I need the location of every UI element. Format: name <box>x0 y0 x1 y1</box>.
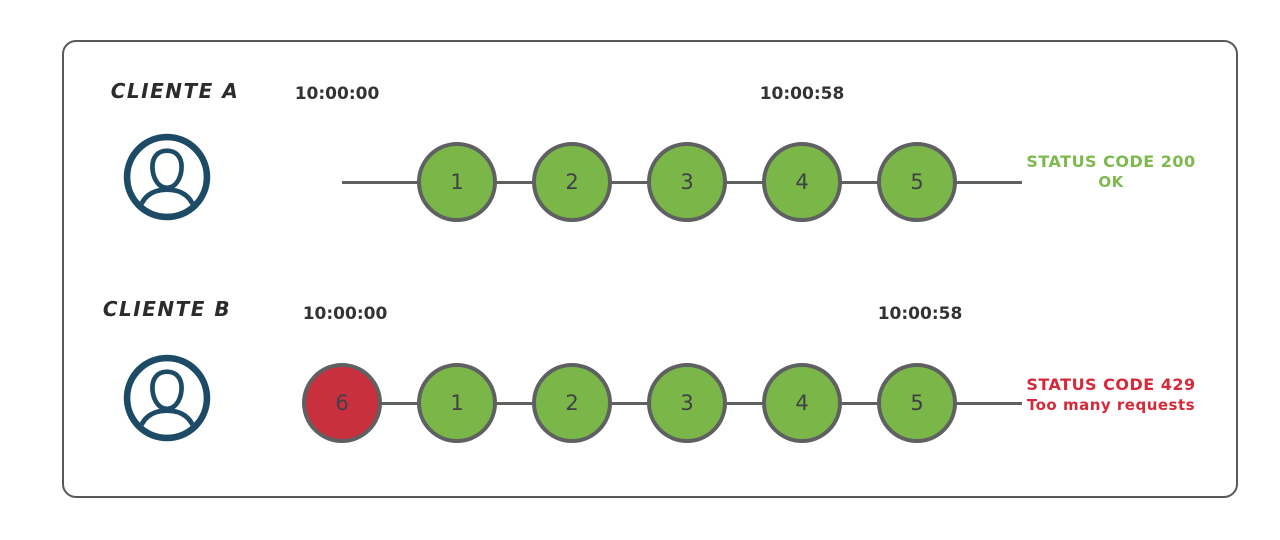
timestamp-a-start: 10:00:00 <box>294 84 380 104</box>
request-circle-b1: 1 <box>417 363 497 443</box>
status-b: STATUS CODE 429 Too many requests <box>1026 374 1196 416</box>
request-circle-b2: 2 <box>532 363 612 443</box>
request-track-b: 1 2 3 4 5 6 <box>302 363 1062 443</box>
status-a: STATUS CODE 200 OK <box>1026 151 1196 193</box>
request-circle-a1: 1 <box>417 142 497 222</box>
client-a-label: CLIENTE A <box>110 79 240 103</box>
request-circle-b3: 3 <box>647 363 727 443</box>
client-b-label: CLIENTE B <box>102 297 232 321</box>
request-circle-a5: 5 <box>877 142 957 222</box>
request-track-a: 1 2 3 4 5 <box>302 142 1062 222</box>
request-circle-b4: 4 <box>762 363 842 443</box>
status-b-message: Too many requests <box>1026 396 1196 414</box>
status-a-message: OK <box>1098 173 1124 191</box>
request-circle-b6: 6 <box>302 363 382 443</box>
diagram-frame <box>62 40 1238 498</box>
request-circle-a4: 4 <box>762 142 842 222</box>
user-icon <box>120 130 214 224</box>
timestamp-a-end: 10:00:58 <box>759 84 845 104</box>
request-circle-a2: 2 <box>532 142 612 222</box>
status-a-code: STATUS CODE 200 <box>1026 152 1196 171</box>
request-circle-a3: 3 <box>647 142 727 222</box>
user-icon <box>120 351 214 445</box>
request-circle-b5: 5 <box>877 363 957 443</box>
timestamp-b-start: 10:00:00 <box>302 304 388 324</box>
status-b-code: STATUS CODE 429 <box>1026 375 1196 394</box>
timestamp-b-end: 10:00:58 <box>877 304 963 324</box>
